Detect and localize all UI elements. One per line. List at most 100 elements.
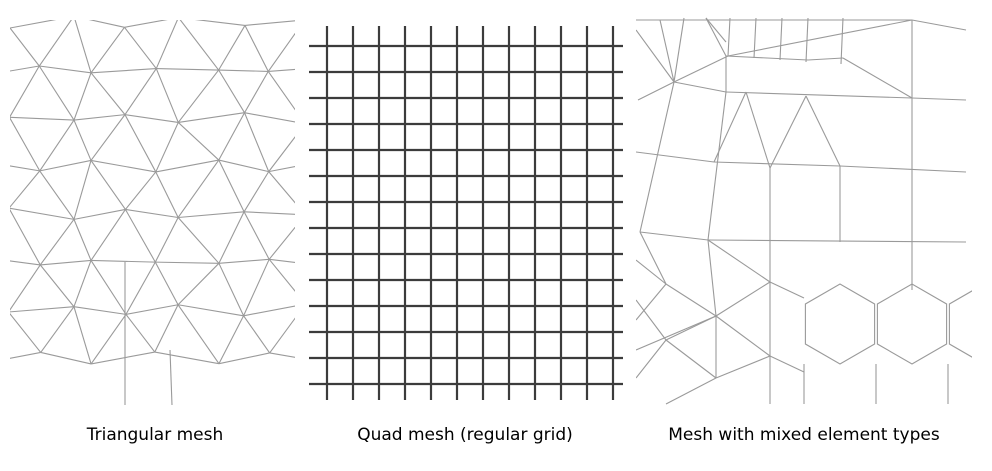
mesh-edge (10, 351, 41, 359)
mesh-edge (636, 29, 675, 83)
mesh-edge (177, 304, 220, 364)
mesh-edge (124, 20, 168, 28)
mesh-edge (839, 165, 967, 173)
mesh-edge (39, 219, 75, 266)
mesh-edge (10, 20, 57, 29)
mesh-edge (90, 314, 127, 365)
triangular-mesh-panel (10, 0, 300, 420)
mesh-edge (218, 159, 245, 213)
mesh-edge (665, 283, 717, 317)
mesh-edge (269, 317, 295, 354)
mesh-edge (90, 114, 126, 161)
mesh-edge (10, 116, 75, 121)
mesh-edge (659, 19, 675, 83)
mesh-edge (639, 231, 667, 285)
mesh-edge (88, 20, 125, 28)
mesh-edge (725, 55, 809, 61)
mesh-edge (244, 25, 269, 72)
mesh-edge (244, 71, 269, 113)
hexagon-cell (804, 283, 876, 365)
mesh-edge (177, 69, 220, 123)
mesh-edge (218, 25, 246, 71)
mesh-edge (154, 351, 220, 365)
mesh-edge (665, 315, 717, 341)
mesh-edge (10, 65, 40, 72)
mixed-mesh-figure (636, 17, 972, 405)
mesh-edge (218, 352, 270, 365)
mesh-edge (90, 351, 155, 365)
mesh-edge (636, 283, 667, 321)
mesh-edge (73, 160, 92, 220)
mesh-edge (268, 68, 295, 72)
mesh-edge (243, 171, 270, 213)
mesh-edge (124, 209, 156, 263)
mesh-edge (124, 26, 157, 69)
mesh-edge (90, 72, 126, 115)
mesh-edge (715, 315, 771, 357)
mesh-edge (244, 20, 295, 26)
mesh-edge (73, 119, 92, 161)
mesh-edge (154, 217, 179, 263)
mesh-edge (154, 304, 179, 353)
mesh-edge (713, 161, 841, 167)
mesh-edge (10, 65, 40, 118)
mesh-edge (155, 20, 178, 69)
mesh-edge (39, 65, 92, 74)
mesh-edge (267, 32, 295, 72)
mesh-edge (155, 122, 179, 173)
mesh-edge (805, 17, 809, 63)
mesh-edge (38, 20, 72, 67)
mesh-edge (268, 258, 295, 292)
mesh-edge (40, 259, 92, 266)
mesh-edge (40, 306, 75, 353)
mesh-edge (805, 95, 841, 167)
mesh-edge (74, 20, 92, 73)
mesh-edge (842, 57, 913, 99)
mesh-edge (269, 352, 295, 358)
mesh-edge (673, 81, 727, 93)
mesh-edge (155, 171, 179, 218)
mesh-edge (267, 71, 295, 111)
mesh-edge (268, 166, 295, 173)
mesh-edge (194, 20, 246, 26)
mesh-edge (636, 151, 715, 163)
mesh-edge (753, 17, 757, 59)
mesh-edge (218, 112, 246, 161)
mesh-edge (707, 91, 727, 241)
mesh-edge (218, 315, 245, 364)
mixed-mesh-caption: Mesh with mixed element types (668, 425, 940, 445)
mesh-edge (268, 171, 295, 204)
mesh-edge (40, 351, 92, 365)
mesh-edge (218, 69, 269, 72)
mesh-edge (10, 312, 42, 353)
mesh-edge (90, 160, 126, 210)
mesh-edge (218, 159, 269, 173)
mesh-edge (636, 339, 667, 379)
mesh-edge (38, 65, 75, 121)
mesh-edge (90, 67, 157, 74)
mesh-edge (10, 264, 41, 311)
hexagon-cell (876, 283, 948, 365)
mesh-edge (177, 217, 220, 264)
mesh-edge (169, 349, 173, 405)
mesh-edge (73, 72, 92, 121)
mesh-edge (769, 355, 805, 373)
mesh-edge (243, 259, 270, 317)
mesh-edge (268, 226, 295, 260)
mesh-edge (725, 91, 913, 99)
mesh-edge (90, 209, 126, 261)
mesh-edge (673, 55, 729, 83)
mesh-edge (10, 260, 41, 266)
mesh-edge (155, 68, 179, 123)
mesh-edge (39, 170, 75, 220)
mixed-mesh-panel (636, 0, 972, 420)
mesh-edge (218, 211, 245, 264)
mesh-edge (156, 67, 219, 71)
mesh-edge (218, 258, 270, 264)
mesh-edge (124, 114, 157, 173)
quad-mesh-panel (305, 0, 625, 420)
mesh-edge (177, 159, 220, 218)
mesh-edge (636, 299, 667, 341)
mesh-edge (39, 119, 75, 172)
quad-mesh-caption: Quad mesh (regular grid) (357, 425, 573, 445)
